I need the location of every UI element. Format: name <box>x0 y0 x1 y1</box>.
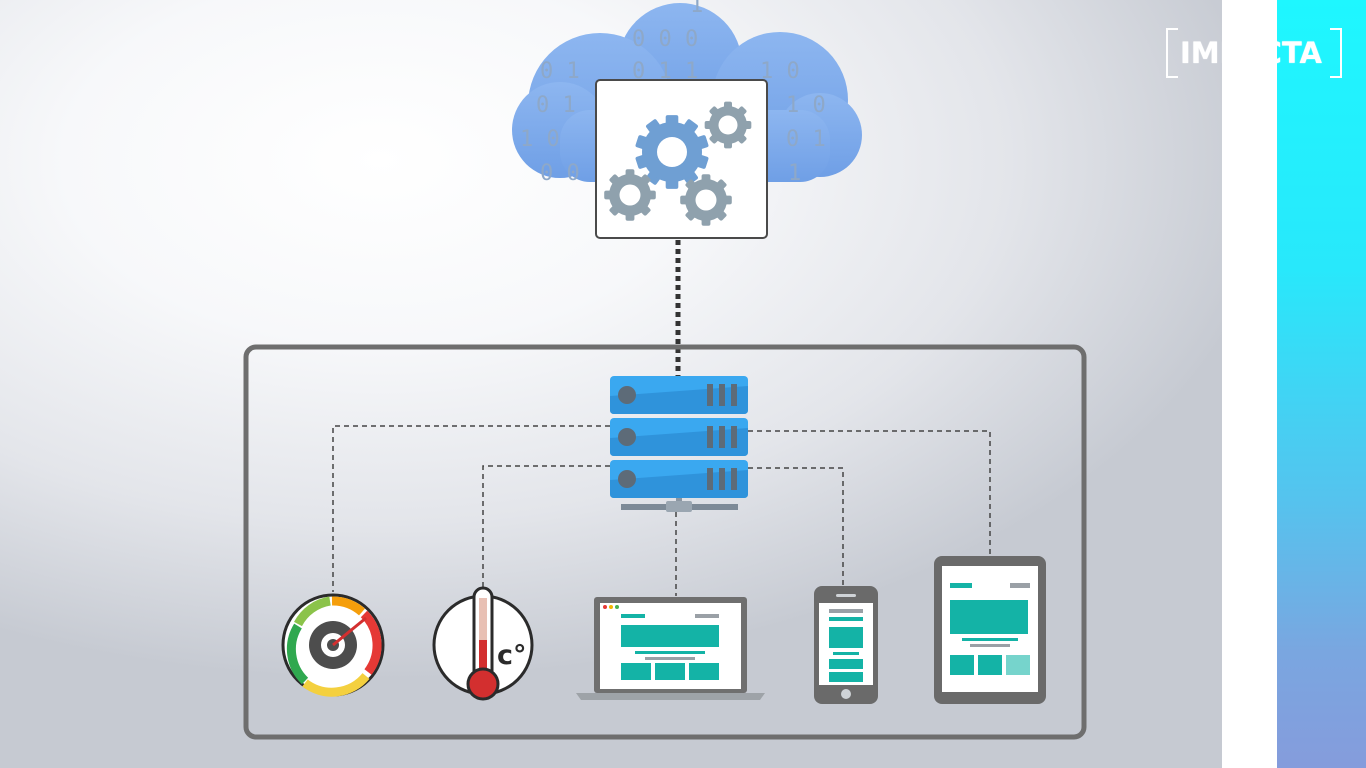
connection-lines <box>332 425 991 596</box>
processing-box <box>595 79 768 239</box>
impacta-logo: Online IMPACTA <box>1166 24 1342 82</box>
gear-icon <box>704 101 752 149</box>
side-accent-strip <box>1277 0 1366 768</box>
bit-text: 0 0 0 <box>632 27 698 52</box>
side-white-strip <box>1222 0 1277 768</box>
server-unit <box>610 460 748 498</box>
connection-line-tablet <box>748 430 991 556</box>
logo-bracket-left <box>1166 28 1178 78</box>
connection-line-thermometer <box>482 465 610 588</box>
gears-icon <box>604 101 752 226</box>
bit-text: 1 0 <box>760 59 800 84</box>
bit-text: 1 <box>690 0 703 18</box>
celsius-label: c° <box>497 640 527 671</box>
bit-text: 0 1 <box>540 59 580 84</box>
tablet-icon <box>934 556 1046 704</box>
server-icon <box>610 376 748 512</box>
logo-online-text: Online <box>1230 27 1266 36</box>
gear-icon <box>680 174 732 226</box>
bit-text: 0 1 <box>786 127 826 152</box>
connection-line-phone <box>748 467 844 586</box>
thermometer-icon: c° <box>432 586 534 701</box>
gear-icon <box>635 115 709 189</box>
laptop-icon <box>576 597 765 700</box>
logo-brand-text: IMPACTA <box>1180 36 1322 70</box>
smartphone-icon <box>814 586 878 704</box>
server-unit <box>610 418 748 456</box>
bit-text: 0 1 <box>536 93 576 118</box>
bit-text: 1 0 <box>520 127 560 152</box>
logo-bracket-right <box>1330 28 1342 78</box>
connection-line-gauge <box>332 425 610 592</box>
bit-text: 1 0 <box>786 93 826 118</box>
server-unit <box>610 376 748 414</box>
bit-text: 0 0 <box>540 161 580 186</box>
gauge-icon <box>281 593 385 697</box>
bit-text: 1 <box>788 161 801 186</box>
gear-icon <box>604 169 656 221</box>
local-network-frame <box>243 344 1087 740</box>
